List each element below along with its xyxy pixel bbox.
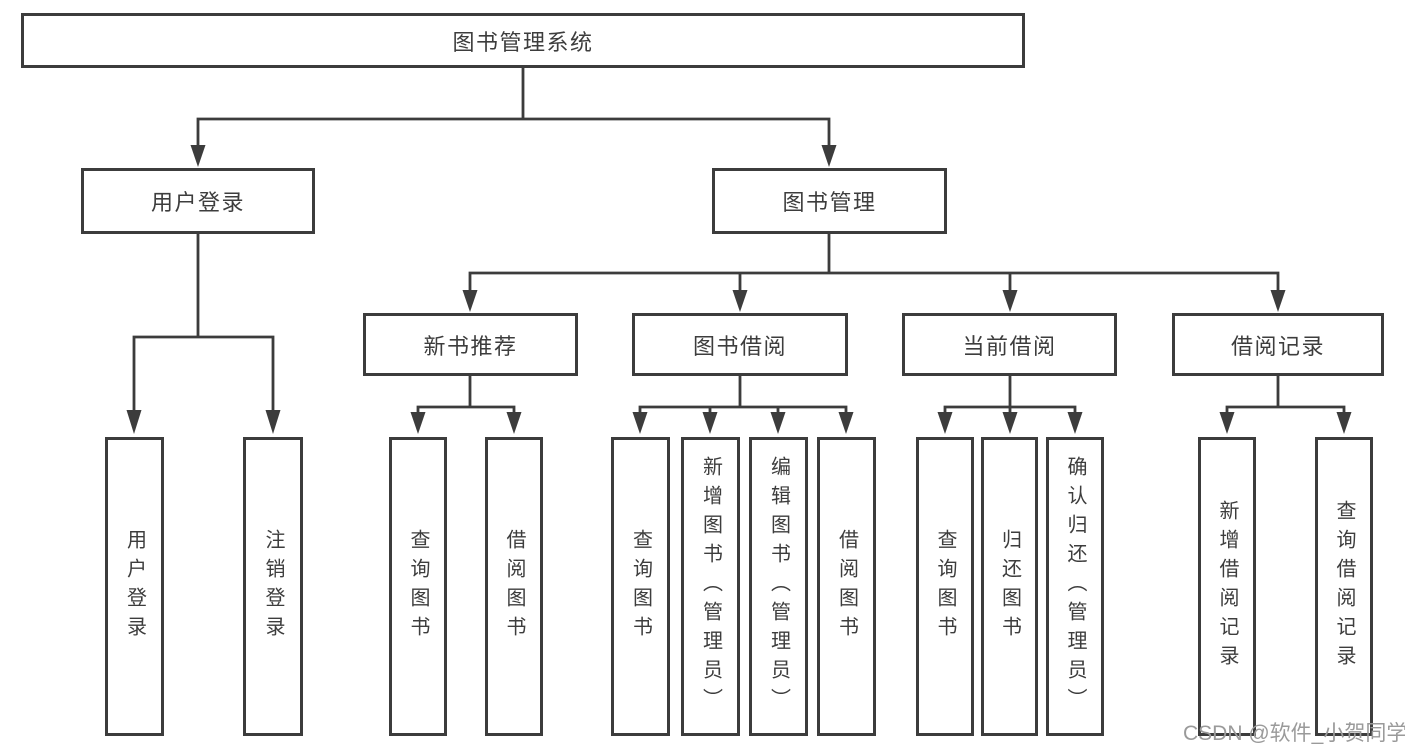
leaf-record-query-record: 查询借阅记录 <box>1315 437 1373 736</box>
node-book-mgmt: 图书管理 <box>712 168 947 234</box>
node-current-borrow: 当前借阅 <box>902 313 1117 376</box>
leaf-newbook-borrow-books: 借阅图书 <box>485 437 543 736</box>
edge-borrow-record <box>1225 376 1346 416</box>
arrowhead-icon <box>1002 412 1018 434</box>
leaf-record-query-record-label: 查询借阅记录 <box>1333 499 1355 674</box>
leaf-user-login: 用户登录 <box>105 437 164 736</box>
edge-root <box>196 68 831 147</box>
arrowhead-icons <box>126 145 1352 434</box>
leaf-current-confirm-return-admin: 确认归还（管理员） <box>1046 437 1104 736</box>
node-borrow-record-label: 借阅记录 <box>1230 333 1325 359</box>
node-root-label: 图书管理系统 <box>452 29 594 55</box>
leaf-record-add-record-label: 新增借阅记录 <box>1216 499 1238 674</box>
leaf-current-query-books-label: 查询图书 <box>934 528 956 645</box>
leaf-borrow-query-books-label: 查询图书 <box>629 528 652 645</box>
arrowhead-icon <box>190 145 206 167</box>
node-book-borrow: 图书借阅 <box>632 313 848 376</box>
leaf-current-confirm-return-admin-label: 确认归还（管理员） <box>1064 456 1086 717</box>
arrowhead-icon <box>462 290 478 312</box>
leaf-borrow-add-books-admin: 新增图书（管理员） <box>681 437 740 736</box>
leaf-newbook-query-books-label: 查询图书 <box>407 528 429 645</box>
leaf-current-return-books-label: 归还图书 <box>998 528 1021 645</box>
leaf-record-add-record: 新增借阅记录 <box>1198 437 1256 736</box>
arrowhead-icon <box>838 412 854 434</box>
leaf-borrow-borrow-books-label: 借阅图书 <box>835 528 858 645</box>
leaf-newbook-borrow-books-label: 借阅图书 <box>503 528 525 645</box>
edge-book-borrow <box>638 376 848 416</box>
node-book-borrow-label: 图书借阅 <box>692 333 787 359</box>
node-new-book-rec-label: 新书推荐 <box>423 333 518 359</box>
leaf-logout-label: 注销登录 <box>262 528 284 645</box>
arrowhead-icon <box>732 290 748 312</box>
node-borrow-record: 借阅记录 <box>1172 313 1384 376</box>
arrowhead-icon <box>265 410 281 434</box>
edge-current-borrow <box>943 376 1077 416</box>
leaf-borrow-query-books: 查询图书 <box>611 437 670 736</box>
leaf-newbook-query-books: 查询图书 <box>389 437 447 736</box>
arrowhead-icon <box>702 412 718 434</box>
arrowhead-icon <box>1002 290 1018 312</box>
arrowhead-icon <box>937 412 953 434</box>
node-user-login-label: 用户登录 <box>150 190 245 215</box>
edge-user-login <box>132 234 275 415</box>
arrowhead-icon <box>506 412 522 434</box>
leaf-logout: 注销登录 <box>243 437 303 736</box>
node-user-login: 用户登录 <box>81 168 315 234</box>
leaf-borrow-edit-books-admin-label: 编辑图书（管理员） <box>767 456 790 717</box>
arrowhead-icon <box>126 410 142 434</box>
leaf-borrow-add-books-admin-label: 新增图书（管理员） <box>699 456 722 717</box>
node-new-book-rec: 新书推荐 <box>363 313 578 376</box>
leaf-user-login-label: 用户登录 <box>123 528 146 645</box>
arrowhead-icon <box>410 412 426 434</box>
leaf-current-return-books: 归还图书 <box>981 437 1038 736</box>
edge-new-book <box>416 376 516 416</box>
arrowhead-icon <box>632 412 648 434</box>
node-book-mgmt-label: 图书管理 <box>782 190 877 215</box>
node-current-borrow-label: 当前借阅 <box>962 333 1057 359</box>
leaf-borrow-borrow-books: 借阅图书 <box>817 437 876 736</box>
leaf-borrow-edit-books-admin: 编辑图书（管理员） <box>749 437 808 736</box>
arrowhead-icon <box>821 145 837 167</box>
arrowhead-icon <box>1219 412 1235 434</box>
arrowhead-icon <box>1067 412 1083 434</box>
node-root: 图书管理系统 <box>21 13 1025 68</box>
arrowhead-icon <box>1336 412 1352 434</box>
edge-book-mgmt <box>468 234 1280 292</box>
watermark: CSDN @软件_小贺同学 <box>1183 722 1405 745</box>
leaf-current-query-books: 查询图书 <box>916 437 974 736</box>
arrowhead-icon <box>1270 290 1286 312</box>
arrowhead-icon <box>770 412 786 434</box>
